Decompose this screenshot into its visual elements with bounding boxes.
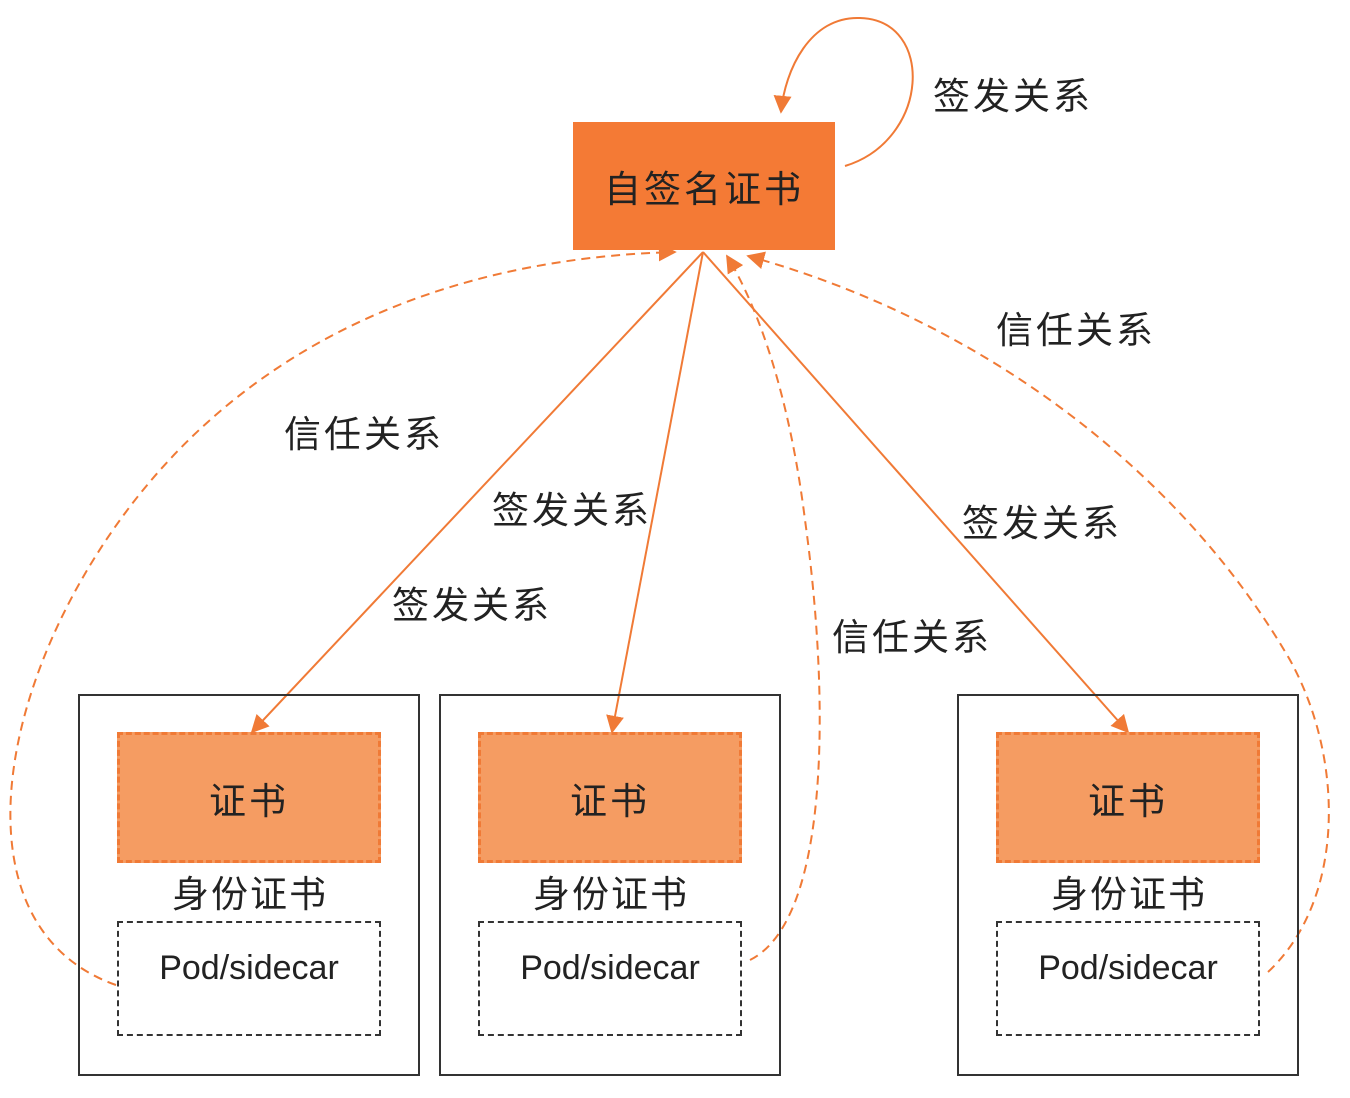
pod-label: Pod/sidecar xyxy=(1038,949,1218,987)
edge-issue-pod2 xyxy=(606,251,704,734)
pod-label: Pod/sidecar xyxy=(159,949,339,987)
root-cert-label: 自签名证书 xyxy=(604,168,804,211)
pod-container-2 xyxy=(439,694,781,1076)
identity-cert-2: 证书 xyxy=(478,732,742,863)
pod-container-1 xyxy=(78,694,420,1076)
pod-container-3 xyxy=(957,694,1299,1076)
edge-issue-pod3 xyxy=(702,251,1130,734)
identity-cert-1: 证书 xyxy=(117,732,381,863)
edge-trust-pod2 xyxy=(726,254,821,961)
label-issue-mid-upper: 签发关系 xyxy=(492,489,652,532)
edge-trust-pod1 xyxy=(9,243,677,986)
identity-cert-label-1: 身份证书 xyxy=(172,873,328,916)
pod-sidecar-3: Pod/sidecar xyxy=(996,921,1260,1036)
pod-sidecar-1: Pod/sidecar xyxy=(117,921,381,1036)
cert-label: 证书 xyxy=(570,779,650,823)
edge-trust-pod3 xyxy=(746,251,1330,973)
cert-label: 证书 xyxy=(209,779,289,823)
label-issue-right: 签发关系 xyxy=(962,502,1122,545)
edge-issue-pod1 xyxy=(250,251,704,734)
identity-cert-label-3: 身份证书 xyxy=(1051,873,1207,916)
label-issue-mid-lower: 签发关系 xyxy=(392,584,552,627)
pod-label: Pod/sidecar xyxy=(520,949,700,987)
edge-self-issue xyxy=(773,16,914,167)
cert-label: 证书 xyxy=(1088,779,1168,823)
identity-cert-3: 证书 xyxy=(996,732,1260,863)
pod-sidecar-2: Pod/sidecar xyxy=(478,921,742,1036)
identity-cert-label-2: 身份证书 xyxy=(533,873,689,916)
label-self-issue: 签发关系 xyxy=(933,75,1093,118)
root-self-signed-cert: 自签名证书 xyxy=(573,122,835,250)
label-trust-middle: 信任关系 xyxy=(832,616,992,659)
label-trust-right: 信任关系 xyxy=(996,309,1156,352)
label-trust-left: 信任关系 xyxy=(284,413,444,456)
